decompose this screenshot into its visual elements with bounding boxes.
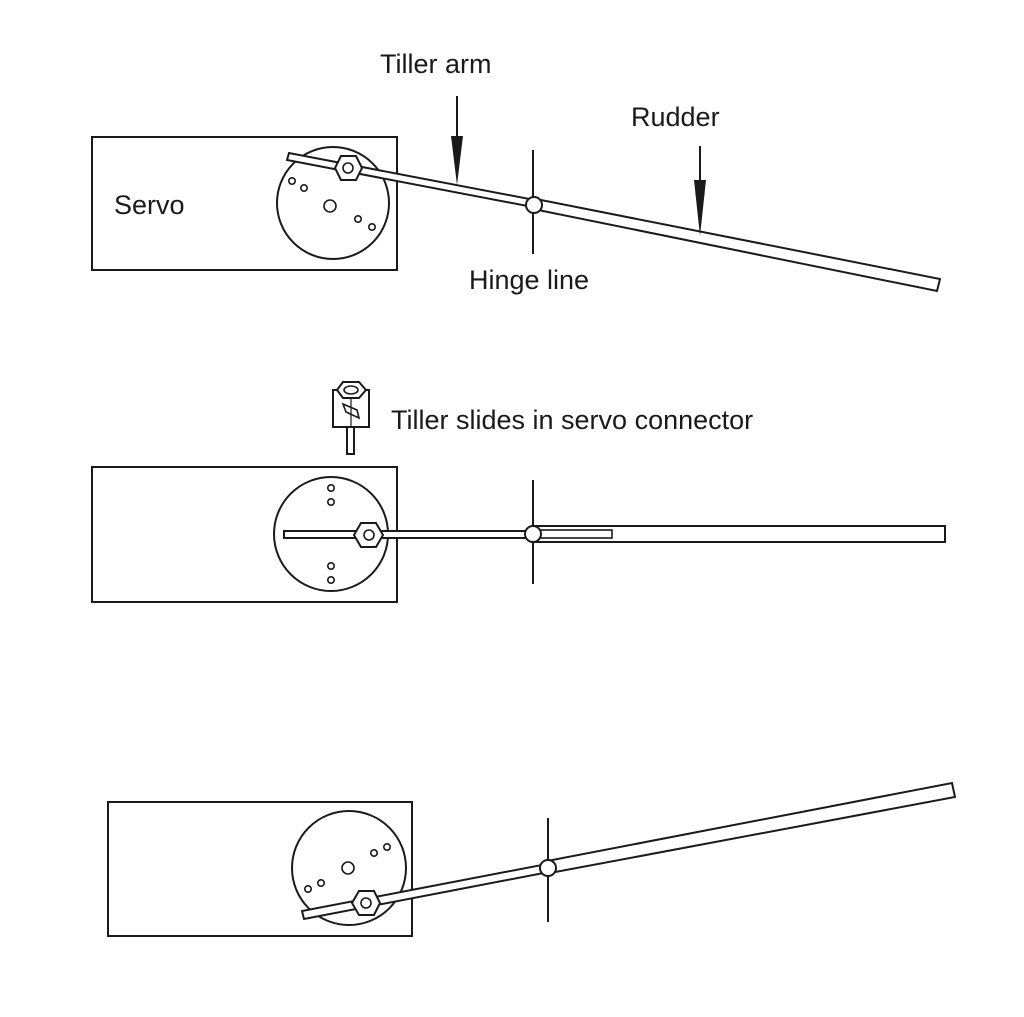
assembly-top <box>91 136 942 293</box>
label-rudder-group: Rudder <box>631 102 720 236</box>
arrow-tiller-arm-head <box>451 136 463 185</box>
horn-holes <box>326 483 335 584</box>
label-tiller-slides: Tiller slides in servo connector <box>391 405 753 435</box>
assembly-bottom <box>107 781 957 937</box>
label-servo: Servo <box>114 190 185 220</box>
rudder-blade <box>531 197 942 293</box>
arrow-rudder-head <box>694 180 706 236</box>
hinge-pivot <box>524 525 542 543</box>
label-rudder: Rudder <box>631 102 720 132</box>
horn-holes <box>287 177 376 232</box>
rudder-blade <box>545 781 957 875</box>
horn-holes <box>303 842 391 893</box>
assembly-middle <box>91 466 946 603</box>
hinge-pivot <box>539 859 557 877</box>
label-tiller-arm-group: Tiller arm <box>380 49 492 185</box>
servo-connector-detail <box>332 381 370 455</box>
hinge-pivot <box>525 196 543 214</box>
label-hinge-line: Hinge line <box>469 265 589 295</box>
label-tiller-arm: Tiller arm <box>380 49 492 79</box>
